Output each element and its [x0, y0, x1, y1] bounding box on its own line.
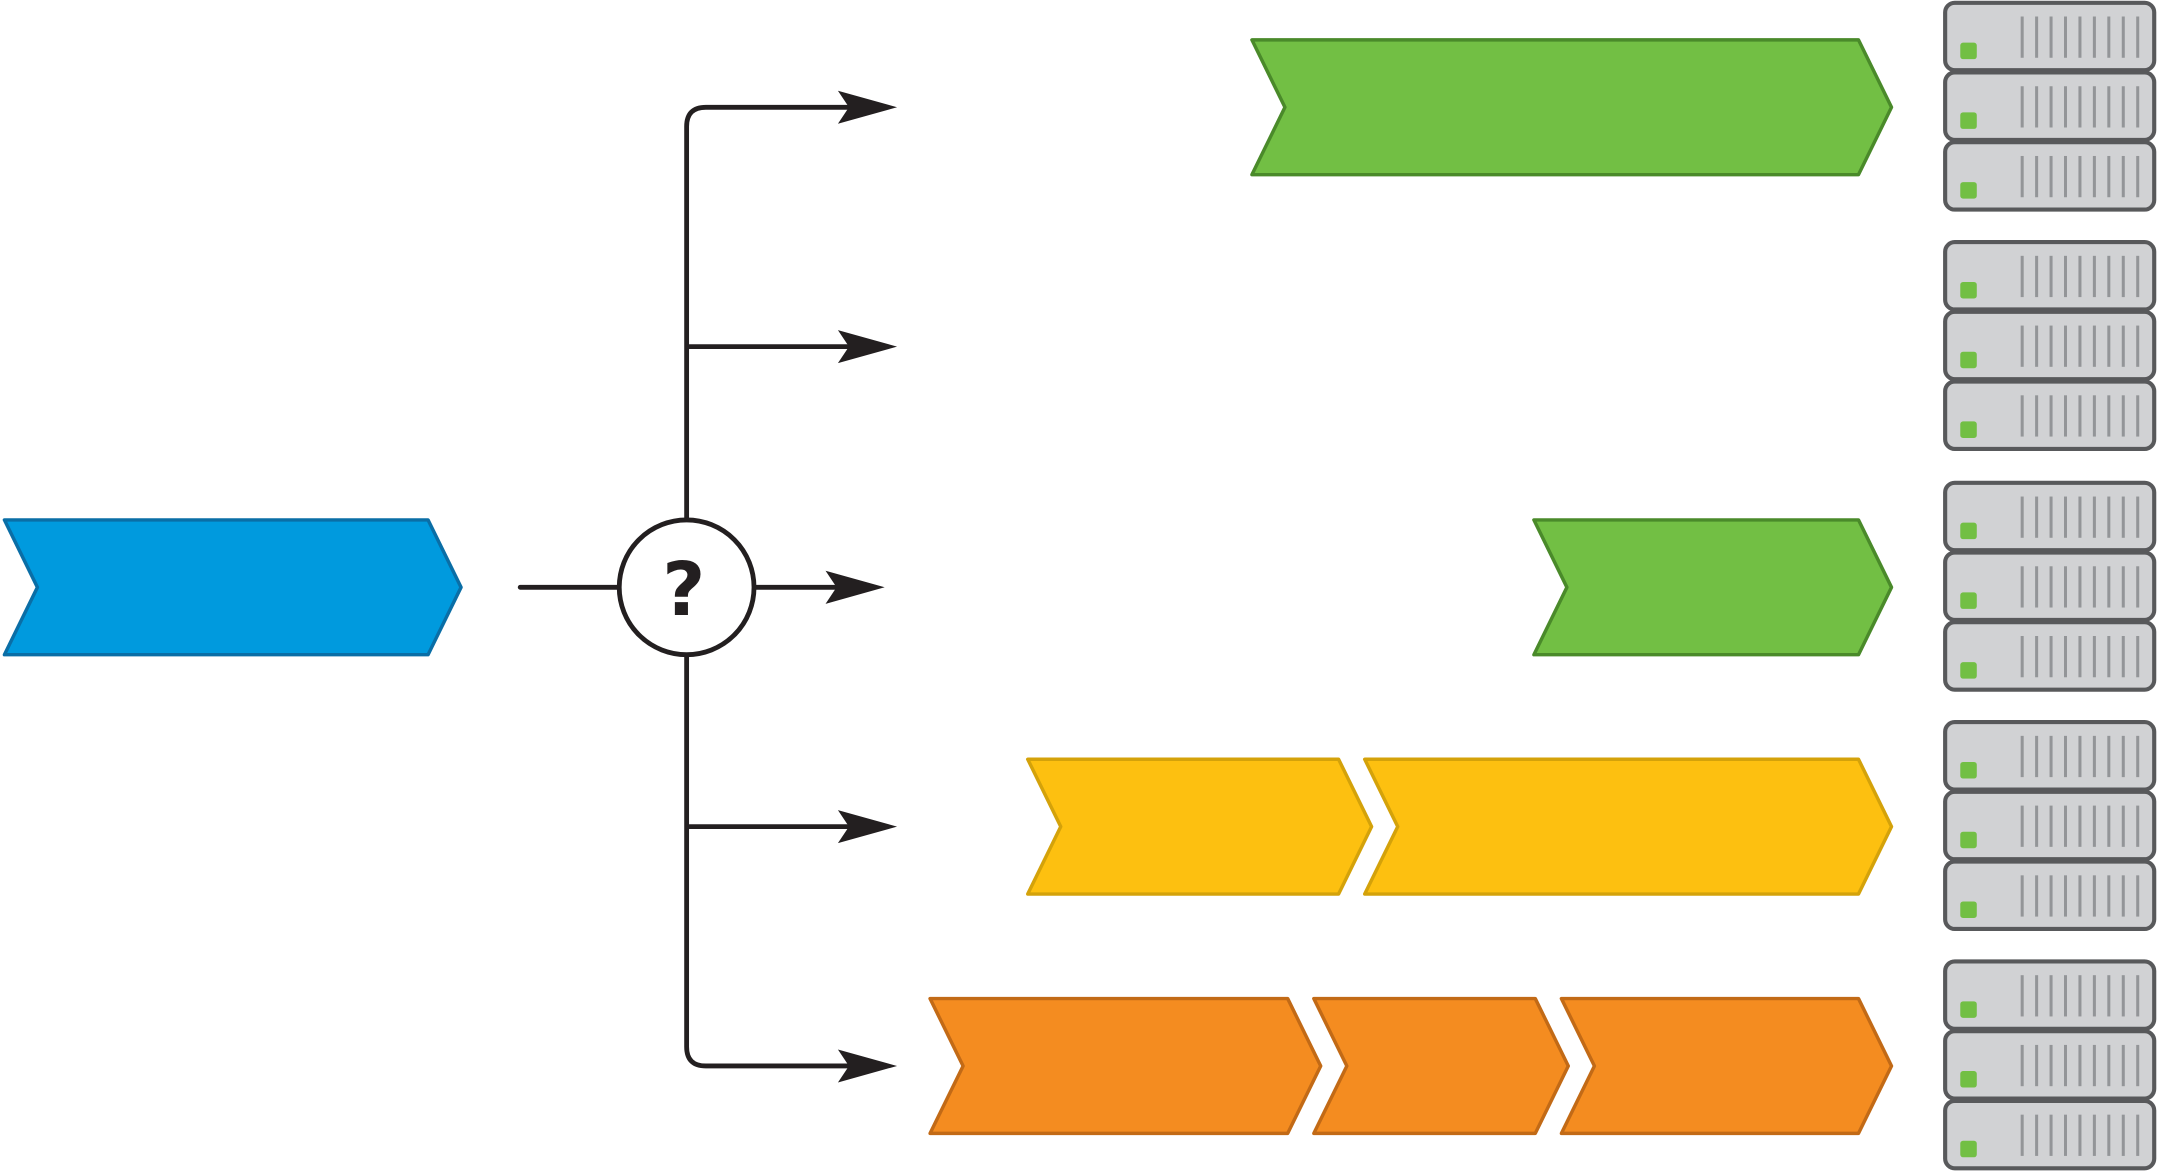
server-led-icon	[1960, 901, 1977, 918]
input-stage-chevron	[2, 518, 463, 657]
arrowhead-icon	[837, 810, 898, 844]
server-led-icon	[1960, 1071, 1977, 1088]
decision-node: ?	[616, 517, 757, 658]
server-led-icon	[1960, 592, 1977, 609]
server-led-icon	[1960, 182, 1977, 199]
arrowheads	[825, 90, 898, 1083]
branch-trunk-up	[684, 104, 857, 523]
arrowhead-icon	[825, 570, 885, 604]
server-stack-icon	[1943, 480, 2157, 692]
arrowhead-icon	[837, 1049, 898, 1083]
route-3-stage-1-chevron	[1532, 518, 1894, 657]
server-led-icon	[1960, 42, 1977, 60]
server-led-icon	[1960, 421, 1977, 438]
server-led-icon	[1960, 831, 1977, 849]
server-led-icon	[1960, 112, 1977, 129]
server-led-icon	[1960, 1001, 1977, 1018]
server-led-icon	[1960, 662, 1977, 679]
decision-question-mark: ?	[662, 546, 705, 633]
pipeline-stages	[2, 38, 1894, 1136]
arrowhead-icon	[837, 90, 898, 124]
server-stack-icon	[1943, 959, 2157, 1171]
branch-trunk-down	[684, 652, 857, 1069]
route-1-stage-1-chevron	[1250, 38, 1894, 177]
route-5-stage-1-chevron	[928, 996, 1323, 1136]
route-5-stage-3-chevron	[1559, 996, 1894, 1136]
route-4-stage-1-chevron	[1026, 757, 1374, 896]
server-led-icon	[1960, 522, 1977, 540]
server-led-icon	[1960, 761, 1977, 779]
server-led-icon	[1960, 351, 1977, 369]
server-stack-icon	[1943, 720, 2157, 932]
server-racks	[1943, 0, 2157, 1171]
server-led-icon	[1960, 281, 1977, 299]
route-4-stage-2-chevron	[1362, 757, 1894, 896]
server-stack-icon	[1943, 0, 2157, 212]
route-5-stage-2-chevron	[1312, 996, 1570, 1136]
server-stack-icon	[1943, 240, 2157, 452]
arrowhead-icon	[837, 330, 898, 364]
routing-lines	[517, 104, 857, 1069]
server-led-icon	[1960, 1140, 1977, 1158]
